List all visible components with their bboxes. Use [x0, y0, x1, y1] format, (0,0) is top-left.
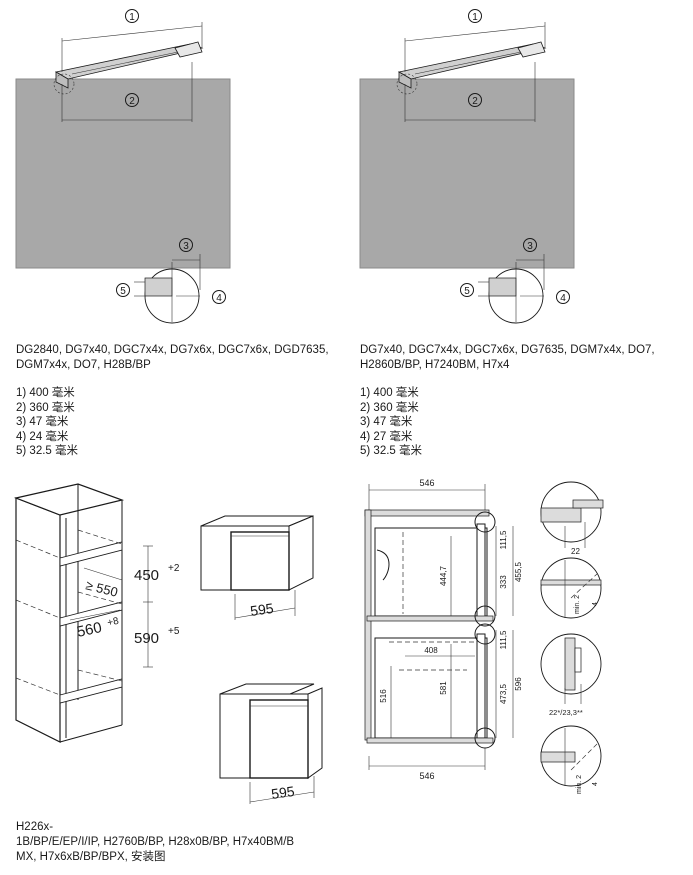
dim-111-5-top: 111,5 — [499, 530, 508, 549]
dim-596: 596 — [514, 677, 523, 691]
detail-views: 22 min. 2 4 22*/23,3** min. 2 4 — [540, 481, 604, 794]
niche-height-label: 450 — [134, 567, 159, 584]
detail-2-min-label: min. 2 — [574, 595, 581, 614]
dim-2: 2) 360 毫米 — [16, 401, 75, 414]
dim-333: 333 — [499, 575, 508, 589]
section-view: 546 111,5 455,5 333 444,7 111,5 596 473,… — [364, 478, 523, 781]
callout-1: 1 — [129, 12, 135, 23]
dim-516: 516 — [379, 689, 388, 703]
dim-2: 2) 360 毫米 — [360, 401, 419, 414]
dim-4: 4) 24 毫米 — [16, 430, 69, 443]
detail-2-depth-label: 4 — [592, 602, 599, 606]
detail-4: min. 2 4 — [540, 725, 602, 794]
niche-width-label: 560 — [75, 619, 103, 641]
appliance-front-panel — [359, 78, 575, 269]
dimension-list-left: 1) 400 毫米 2) 360 毫米 3) 47 毫米 4) 24 毫米 5)… — [16, 386, 78, 459]
niche-height-tolerance: +2 — [168, 563, 180, 574]
dim-3: 3) 47 毫米 — [16, 416, 69, 428]
footer-line-2: 1B/BP/E/EP/I/IP, H2760B/BP, H28x0B/BP, H… — [16, 836, 295, 848]
callout-3: 3 — [183, 241, 189, 252]
niche-height-2-label: 590 — [134, 630, 159, 647]
callout-5: 5 — [120, 286, 126, 297]
callout-1: 1 — [472, 12, 478, 23]
footer-model-list: H226x- 1B/BP/E/EP/I/IP, H2760B/BP, H28x0… — [16, 820, 346, 865]
appliance-front-panel — [15, 78, 231, 269]
callout-5: 5 — [464, 286, 470, 297]
footer-line-3: MX, H7x6xB/BP/BPX, 安装图 — [16, 851, 166, 863]
appliance-lower: 595 — [219, 683, 323, 804]
dim-1: 1) 400 毫米 — [360, 387, 419, 399]
lower-width-label: 595 — [270, 783, 296, 802]
dim-408: 408 — [424, 646, 438, 655]
detail-3-label: 22*/23,3** — [549, 708, 583, 717]
dim-581: 581 — [439, 681, 448, 695]
detail-3: 22*/23,3** — [540, 633, 602, 717]
cabinet-diagram: ≥ 550 450 +2 560 +8 590 +5 — [13, 483, 180, 743]
top-width-label: 546 — [419, 478, 434, 488]
dim-473-5: 473,5 — [499, 683, 508, 704]
callout-4: 4 — [216, 293, 222, 304]
dim-455-5: 455,5 — [514, 561, 523, 582]
door-handle — [397, 41, 547, 89]
callout-3: 3 — [527, 241, 533, 252]
dim-3: 3) 47 毫米 — [360, 416, 413, 428]
footer-line-1: H226x- — [16, 821, 54, 833]
dim-444-7: 444,7 — [439, 565, 448, 586]
model-list-right: DG7x40, DGC7x4x, DGC7x6x, DG7635, DGM7x4… — [360, 344, 655, 371]
detail-1: 22 — [540, 481, 604, 556]
bottom-width-label: 546 — [419, 771, 434, 781]
dim-111-5-bottom: 111,5 — [499, 630, 508, 649]
callout-2: 2 — [129, 96, 135, 107]
detail-4-min-label: min. 2 — [576, 775, 583, 794]
model-list-left: DG2840, DG7x40, DGC7x4x, DG7x6x, DGC7x6x… — [16, 344, 329, 371]
niche-width-tolerance: +8 — [106, 616, 120, 629]
dim-4: 4) 27 毫米 — [360, 430, 413, 443]
detail-2: min. 2 4 — [540, 557, 602, 619]
callout-2: 2 — [472, 96, 478, 107]
detail-4-depth-label: 4 — [592, 782, 599, 786]
front-view-right: 1 2 3 4 5 — [359, 9, 575, 324]
upper-width-label: 595 — [249, 600, 275, 619]
detail-1-label: 22 — [571, 547, 580, 556]
dim-5: 5) 32.5 毫米 — [16, 445, 78, 457]
door-handle — [54, 41, 204, 89]
appliance-upper: 595 — [200, 515, 314, 620]
front-view-left: 1 2 3 4 5 — [15, 9, 231, 324]
callout-4: 4 — [560, 293, 566, 304]
dim-1: 1) 400 毫米 — [16, 387, 75, 399]
niche-height-2-tolerance: +5 — [168, 626, 180, 637]
depth-label: ≥ 550 — [84, 577, 119, 599]
dim-5: 5) 32.5 毫米 — [360, 445, 422, 457]
dimension-list-right: 1) 400 毫米 2) 360 毫米 3) 47 毫米 4) 27 毫米 5)… — [360, 386, 422, 459]
